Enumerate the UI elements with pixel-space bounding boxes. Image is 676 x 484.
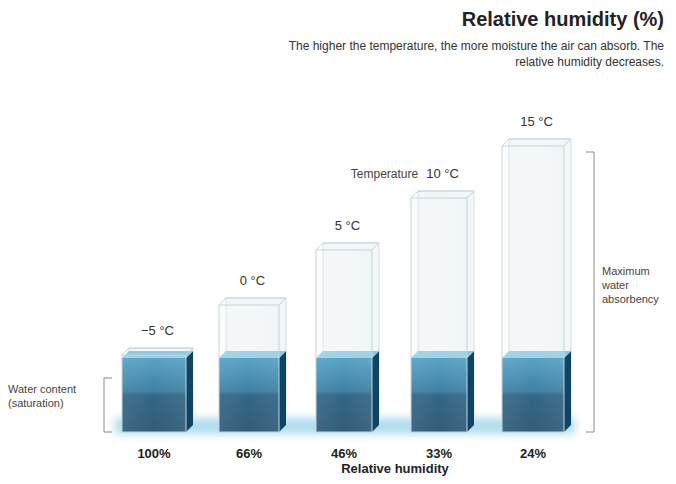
glass-node: 0 °C66% (219, 305, 279, 432)
axis-title: Relative humidity (341, 462, 449, 476)
glass-container (411, 191, 474, 432)
bracket-label: Water content (saturation) (8, 382, 100, 410)
humidity-value: 33% (426, 446, 452, 461)
glass-edge (186, 348, 193, 355)
caption: The higher the temperature, the more moi… (284, 38, 664, 70)
humidity-value: 24% (520, 446, 546, 461)
title: Relative humidity (%) (462, 8, 664, 31)
glass-container (502, 139, 571, 432)
glass-edge (279, 298, 286, 305)
glass-rim (502, 139, 571, 146)
temperature-label: −5 °C (141, 323, 174, 338)
glass-containers (122, 139, 571, 432)
glass-node: 15 °C24% (502, 146, 564, 432)
humidity-value: 66% (236, 446, 262, 461)
left-bracket (104, 378, 112, 432)
glass-front (219, 305, 279, 432)
bracket-label: Maximum water absorbency (602, 264, 674, 306)
glass-front (122, 355, 186, 432)
glass-front (316, 250, 372, 432)
glass-container (122, 348, 193, 432)
axis-label: Temperature (351, 167, 418, 181)
right-bracket (586, 152, 594, 432)
temperature-label: 5 °C (335, 218, 360, 233)
water-side (186, 351, 193, 432)
glass-node: 5 °C46% (316, 250, 372, 432)
humidity-value: 100% (137, 446, 170, 461)
glass-rim (122, 348, 193, 355)
glass-front (411, 198, 467, 432)
temperature-label: 0 °C (240, 273, 265, 288)
water-side (372, 351, 379, 432)
glass-rim (219, 298, 286, 305)
glass-front (502, 146, 564, 432)
glass-edge (372, 243, 379, 250)
temperature-label: 10 °C (426, 166, 459, 181)
glass-rim (316, 243, 379, 250)
water-side (564, 351, 571, 432)
glass-node: −5 °C100% (122, 355, 186, 432)
glass-node: 10 °C33% (411, 198, 467, 432)
temperature-label: 15 °C (520, 114, 553, 129)
water-side (467, 351, 474, 432)
glass-edge (467, 191, 474, 198)
humidity-value: 46% (331, 446, 357, 461)
glass-rim (411, 191, 474, 198)
water-side (279, 351, 286, 432)
glass-container (219, 298, 286, 432)
glass-container (316, 243, 379, 432)
glass-edge (564, 139, 571, 146)
